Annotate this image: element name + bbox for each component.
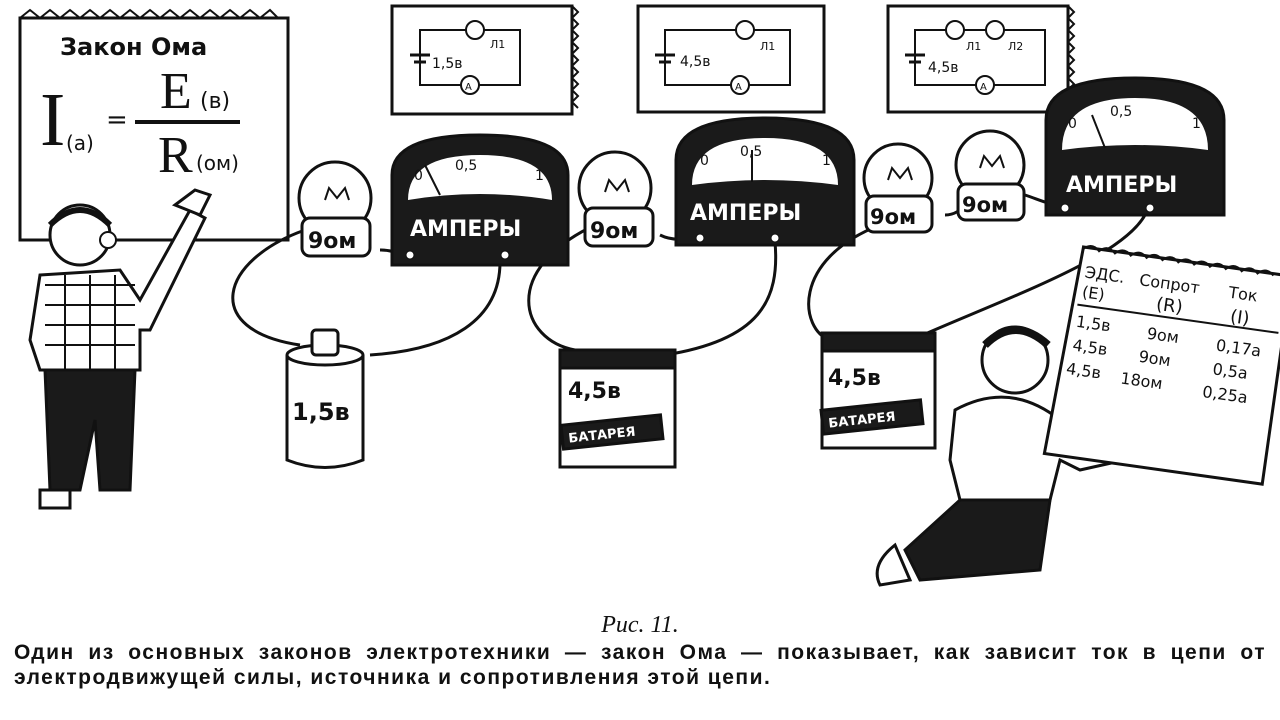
ammeter-needle xyxy=(424,164,441,196)
table-cell: 4,5в xyxy=(1071,336,1108,360)
bulb-resistance-label: 9ом xyxy=(590,219,638,244)
circuit-diagram-3: 4,5в Л1 Л2 A xyxy=(886,4,1076,114)
data-sheet: ЭДС. Сопрот Ток (E) (R) (I) 1,5в 9ом 0,1… xyxy=(1042,245,1280,486)
teacher-figure xyxy=(28,188,213,510)
ammeter-3: 0 0,5 1 АМПЕРЫ xyxy=(1044,76,1226,217)
formula-current: I xyxy=(40,78,65,162)
scale-label: 0 xyxy=(1068,116,1077,132)
ammeter-label: АМПЕРЫ xyxy=(690,201,801,226)
battery-cell-1: 1,5в xyxy=(285,328,365,469)
table-cell: 9ом xyxy=(1138,347,1172,370)
battery-label: БАТАРЕЯ xyxy=(828,410,897,432)
battery-voltage: 4,5в xyxy=(568,379,621,404)
scale-label: 1 xyxy=(1192,116,1201,132)
figure-caption: Один из основных законов электротехники … xyxy=(14,641,1266,689)
table-symbol: (R) xyxy=(1155,294,1184,318)
bulb-2: 9ом xyxy=(577,150,655,248)
lamp-label: Л1 xyxy=(760,40,775,53)
figure-number: Рис. 11. xyxy=(601,612,679,638)
ammeter-symbol: A xyxy=(980,82,987,93)
battery-2: 4,5в БАТАРЕЯ xyxy=(558,348,677,469)
table-header: Ток xyxy=(1226,283,1259,306)
bulb-3: 9ом xyxy=(862,142,934,234)
formula-emf-unit: (в) xyxy=(200,89,230,114)
scale-label: 0,5 xyxy=(1110,104,1132,120)
bulb-4: 9ом xyxy=(954,129,1026,222)
table-symbol: (E) xyxy=(1081,282,1106,304)
formula-emf: E xyxy=(160,63,192,120)
scale-label: 0 xyxy=(414,168,423,184)
student-figure xyxy=(875,325,1206,587)
bulb-resistance-label: 9ом xyxy=(962,193,1008,217)
table-symbol: (I) xyxy=(1229,306,1251,329)
battery-label: БАТАРЕЯ xyxy=(568,425,637,447)
ammeter-label: АМПЕРЫ xyxy=(410,217,521,242)
battery-voltage: 4,5в xyxy=(828,366,881,391)
lamp-label: Л1 xyxy=(490,38,505,51)
lamp-label: Л1 xyxy=(966,40,981,53)
formula-resistance: R xyxy=(158,127,193,184)
bulb-1: 9ом xyxy=(297,160,373,258)
circuit-voltage: 4,5в xyxy=(928,60,959,76)
formula-resistance-unit: (ом) xyxy=(196,151,239,175)
ammeter-label: АМПЕРЫ xyxy=(1066,173,1177,198)
table-cell: 4,5в xyxy=(1065,359,1102,383)
circuit-diagram-2: 4,5в Л1 A xyxy=(636,4,826,114)
battery-voltage: 1,5в xyxy=(292,398,350,426)
circuit-voltage: 4,5в xyxy=(680,54,711,70)
circuit-diagram-1: 1,5в Л1 A xyxy=(390,4,580,116)
ammeter-symbol: A xyxy=(735,82,742,93)
formula-current-unit: (а) xyxy=(66,131,94,155)
circuit-voltage: 1,5в xyxy=(432,56,463,72)
ammeter-needle xyxy=(1091,114,1106,149)
table-cell: 9ом xyxy=(1146,324,1180,347)
scale-label: 0,5 xyxy=(455,158,477,174)
scale-label: 1 xyxy=(535,168,544,184)
lamp-label: Л2 xyxy=(1008,40,1023,53)
table-cell: 0,5а xyxy=(1212,359,1250,383)
bulb-resistance-label: 9ом xyxy=(308,229,356,254)
table-cell: 1,5в xyxy=(1075,312,1112,336)
ammeter-1: 0 0,5 1 АМПЕРЫ xyxy=(390,133,570,267)
battery-3: 4,5в БАТАРЕЯ xyxy=(819,331,937,450)
scale-label: 0 xyxy=(700,153,709,169)
ammeter-2: 0 0,5 1 АМПЕРЫ xyxy=(674,116,856,247)
bulb-resistance-label: 9ом xyxy=(870,205,916,229)
formula-equals: = xyxy=(106,105,128,135)
ammeter-symbol: A xyxy=(465,82,472,93)
ohms-law-illustration: Закон Ома I (а) = E (в) R (ом) 1,5в Л1 A… xyxy=(18,4,1280,587)
table-row: 4,5в 9ом 0,5а xyxy=(1071,336,1250,383)
ohms-law-poster: Закон Ома I (а) = E (в) R (ом) xyxy=(18,8,290,242)
poster-title: Закон Ома xyxy=(60,33,207,61)
scale-label: 1 xyxy=(822,153,831,169)
